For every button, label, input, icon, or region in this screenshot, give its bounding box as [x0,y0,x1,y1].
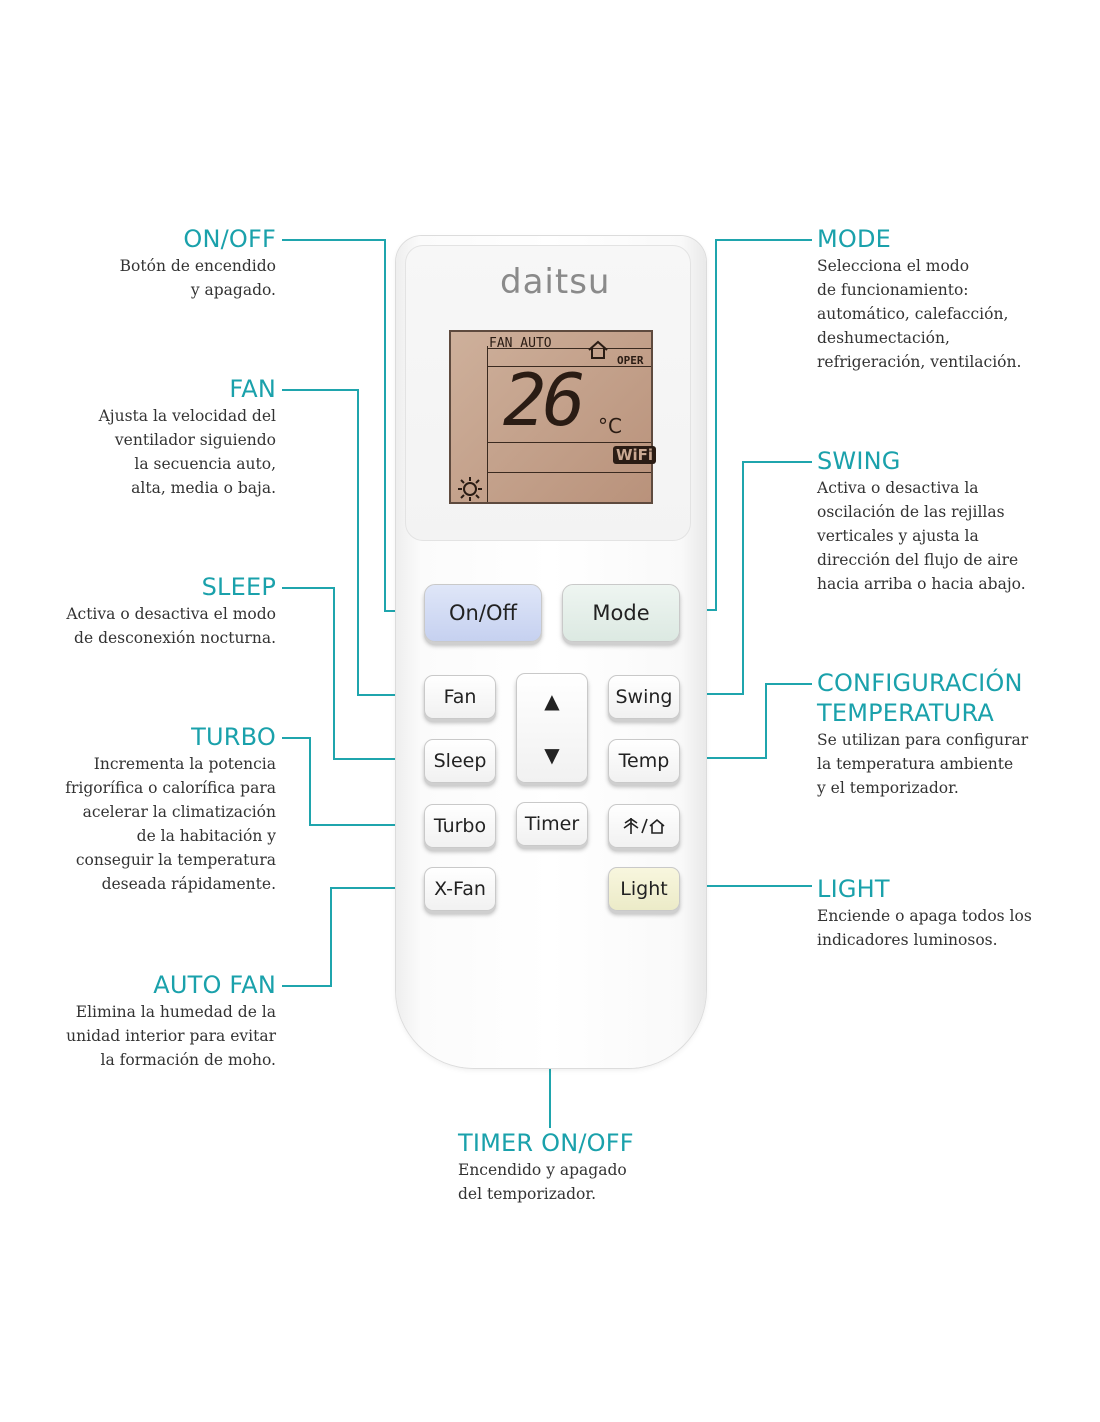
turbo-button[interactable]: Turbo [424,804,496,848]
autofan-connector [282,887,424,987]
callout-config-line-2: la temperatura ambiente [817,755,1014,773]
callout-fan-line-3: la secuencia auto, [134,455,276,473]
callout-config-line-1: Se utilizan para configurar [817,731,1029,749]
brand-logo: daitsu [500,262,611,302]
lcd-unit: °C [598,414,622,438]
config-connector [679,683,812,759]
timer-button[interactable]: Timer [516,802,588,846]
callout-light-line-2: indicadores luminosos. [817,931,998,949]
callout-swing-line-2: oscilación de las rejillas [817,503,1005,521]
callout-turbo-line-1: Incrementa la potencia [93,755,276,773]
callout-config-title-2: TEMPERATURA [817,699,994,727]
callout-onoff-line-2: y apagado. [190,281,276,299]
callout-config-title-1: CONFIGURACIÓN [817,669,1023,697]
sleep-button[interactable]: Sleep [424,739,496,783]
lcd-wifi: WiFi [613,446,657,464]
callout-timer-title: TIMER ON/OFF [458,1129,634,1157]
home-icon [588,340,608,359]
down-arrow-button[interactable]: ▼ [544,743,560,767]
fan-connector [282,389,424,696]
callout-autofan-title: AUTO FAN [153,971,276,999]
callout-swing-line-5: hacia arriba o hacia abajo. [817,575,1026,593]
callout-mode-line-3: automático, calefacción, [817,305,1009,323]
sun-icon [458,477,482,501]
callout-config: CONFIGURACIÓN TEMPERATURA Se utilizan pa… [817,668,1077,800]
lcd-fan-auto: FAN AUTO [489,336,552,351]
callout-turbo-line-3: acelerar la climatización [82,803,276,821]
callout-sleep: SLEEP Activa o desactiva el modo de desc… [16,572,276,650]
temp-button[interactable]: Temp [608,739,680,783]
lcd-divider-1 [487,348,651,349]
callout-turbo-line-5: conseguir la temperatura [75,851,276,869]
callout-turbo-line-2: frigorífica o calorífica para [65,779,276,797]
callout-turbo-title: TURBO [191,723,276,751]
callout-autofan-line-1: Elimina la humedad de la [75,1003,276,1021]
swing-button[interactable]: Swing [608,675,680,719]
callout-mode-line-2: de funcionamiento: [817,281,969,299]
callout-onoff-title: ON/OFF [183,225,276,253]
callout-swing-line-1: Activa o desactiva la [817,479,979,497]
callout-swing: SWING Activa o desactiva la oscilación d… [817,446,1077,596]
callout-autofan: AUTO FAN Elimina la humedad de la unidad… [16,970,276,1072]
air-health-button[interactable] [608,804,680,848]
lcd-divider-vertical [487,346,488,502]
sleep-connector [282,587,424,760]
callout-config-line-3: y el temporizador. [817,779,959,797]
callout-swing-line-4: dirección del flujo de aire [817,551,1019,569]
callout-sleep-line-2: de desconexión nocturna. [74,629,276,647]
lcd-oper: OPER [617,354,644,367]
callout-fan-title: FAN [229,375,276,403]
onoff-button[interactable]: On/Off [424,584,542,642]
callout-mode-line-1: Selecciona el modo [817,257,970,275]
callout-timer: TIMER ON/OFF Encendido y apagado del tem… [458,1128,718,1206]
callout-fan-line-4: alta, media o baja. [131,479,276,497]
xfan-button[interactable]: X-Fan [424,867,496,911]
callout-fan: FAN Ajusta la velocidad del ventilador s… [16,374,276,500]
temperature-arrows: ▲ ▼ [516,673,588,783]
callout-turbo-line-6: deseada rápidamente. [101,875,276,893]
mode-button[interactable]: Mode [562,584,680,642]
callout-turbo-line-4: de la habitación y [136,827,276,845]
callout-sleep-title: SLEEP [201,573,276,601]
lcd-display: FAN AUTO OPER 26 °C WiFi [449,330,657,504]
lcd-divider-3 [487,442,651,443]
callout-mode-title: MODE [817,225,892,253]
light-button[interactable]: Light [608,867,680,911]
callout-autofan-line-3: la formación de moho. [100,1051,276,1069]
callout-light-title: LIGHT [817,875,890,903]
lcd-divider-4 [487,472,651,473]
callout-mode-line-4: deshumectación, [817,329,950,347]
swing-connector [679,461,812,695]
callout-onoff: ON/OFF Botón de encendido y apagado. [16,224,276,302]
lcd-temperature: 26 [503,358,586,442]
callout-turbo: TURBO Incrementa la potencia frigorífica… [16,722,276,896]
callout-sleep-line-1: Activa o desactiva el modo [66,605,276,623]
callout-mode-line-5: refrigeración, ventilación. [817,353,1022,371]
fan-button[interactable]: Fan [424,675,496,719]
up-arrow-button[interactable]: ▲ [544,689,560,713]
callout-swing-line-3: verticales y ajusta la [817,527,979,545]
callout-mode: MODE Selecciona el modo de funcionamient… [817,224,1077,374]
turbo-connector [282,737,424,826]
callout-timer-line-1: Encendido y apagado [458,1161,627,1179]
callout-light: LIGHT Enciende o apaga todos los indicad… [817,874,1077,952]
callout-light-line-1: Enciende o apaga todos los [817,907,1032,925]
callout-onoff-line-1: Botón de encendido [119,257,276,275]
callout-timer-line-2: del temporizador. [458,1185,596,1203]
tree-house-icon [623,818,665,834]
callout-fan-line-2: ventilador siguiendo [114,431,276,449]
callout-swing-title: SWING [817,447,901,475]
callout-autofan-line-2: unidad interior para evitar [66,1027,276,1045]
lcd-divider-2 [487,366,651,367]
callout-fan-line-1: Ajusta la velocidad del [98,407,276,425]
